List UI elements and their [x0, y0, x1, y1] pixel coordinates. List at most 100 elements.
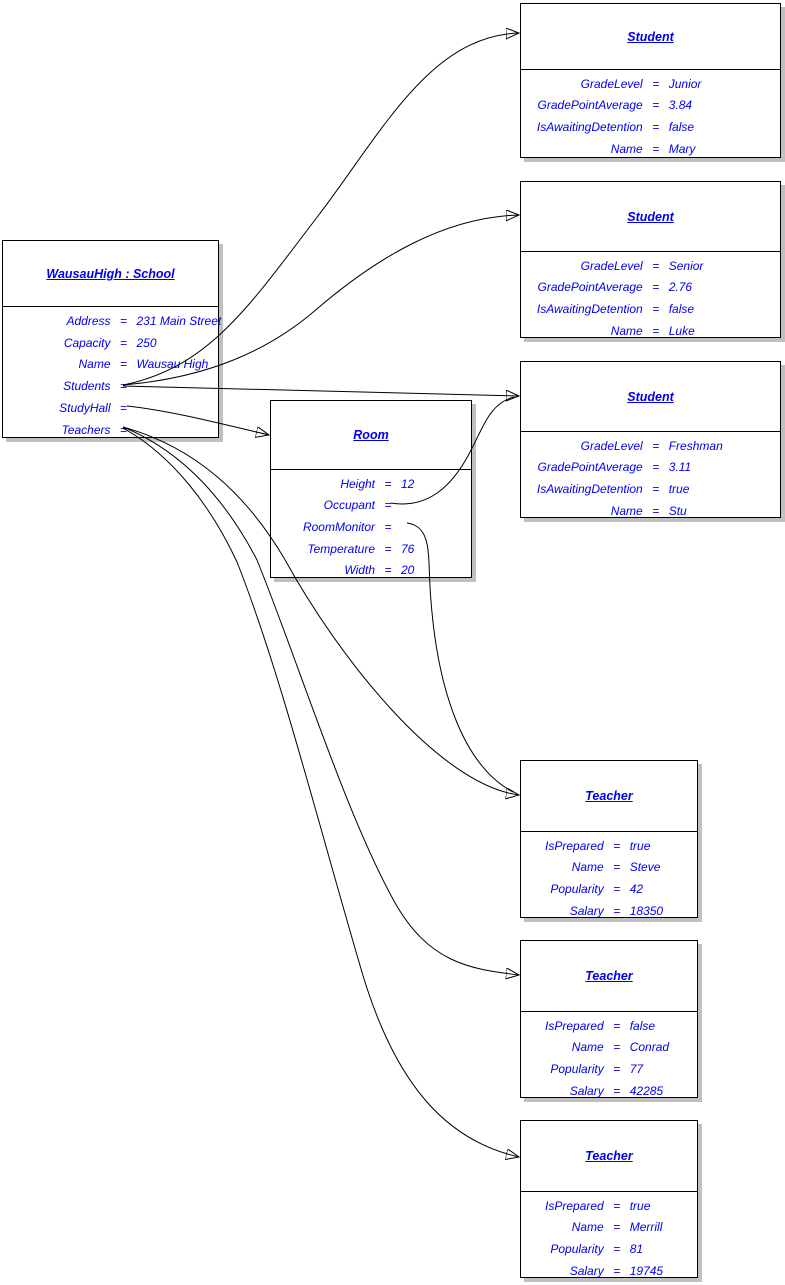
field-value: true	[629, 838, 651, 853]
object-card-teacher-merrill[interactable]: Teacher IsPrepared = true Name = Merrill…	[520, 1120, 698, 1278]
field-value: Luke	[668, 323, 695, 338]
object-card-teacher-steve[interactable]: Teacher IsPrepared = true Name = Steve P…	[520, 760, 698, 918]
field-name: Salary	[569, 1083, 604, 1098]
equals-sign: =	[652, 258, 660, 273]
equals-sign: =	[613, 860, 621, 875]
equals-sign: =	[613, 1083, 621, 1098]
field-name: Popularity	[550, 1241, 604, 1256]
field-row-height: Height = 12	[271, 473, 471, 495]
equals-sign: =	[652, 141, 660, 156]
field-row-occupant: Occupant =	[271, 495, 471, 517]
field-row-isprepared: IsPrepared = true	[521, 1195, 697, 1217]
field-row-gradepointaverage: GradePointAverage = 3.11	[521, 457, 780, 479]
equals-sign: =	[652, 323, 660, 338]
equals-sign: =	[613, 838, 621, 853]
field-name: Name	[610, 503, 643, 518]
object-card-student-stu[interactable]: Student GradeLevel = Freshman GradePoint…	[520, 361, 781, 518]
object-card-student-mary[interactable]: Student GradeLevel = Junior GradePointAv…	[520, 3, 781, 158]
field-row-popularity: Popularity = 42	[521, 878, 697, 900]
fields-teacher-conrad: IsPrepared = false Name = Conrad Popular…	[521, 1012, 697, 1101]
field-value: 42285	[629, 1083, 664, 1098]
equals-sign: =	[652, 438, 660, 453]
field-name: Width	[344, 563, 375, 578]
equals-sign: =	[119, 335, 127, 350]
field-value: false	[668, 301, 695, 316]
field-row-popularity: Popularity = 77	[521, 1058, 697, 1080]
field-row-address: Address = 231 Main Street	[3, 310, 221, 332]
object-card-school[interactable]: WausauHigh : School Address = 231 Main S…	[2, 240, 221, 441]
field-name: GradeLevel	[580, 76, 643, 91]
field-name: Name	[610, 323, 643, 338]
field-value: false	[629, 1018, 656, 1033]
field-name: GradePointAverage	[537, 98, 643, 113]
field-value: 42	[629, 881, 644, 896]
equals-sign: =	[119, 357, 127, 372]
equals-sign: =	[119, 401, 127, 416]
field-row-students: Students =	[3, 375, 218, 397]
field-row-roommonitor: RoomMonitor =	[271, 516, 471, 538]
field-row-gradelevel: GradeLevel = Senior	[521, 255, 780, 277]
object-title-student: Student	[521, 362, 780, 432]
field-row-capacity: Capacity = 250	[3, 332, 218, 354]
field-row-name: Name = Steve	[521, 857, 697, 879]
field-value: 3.11	[668, 460, 692, 475]
field-row-studyhall: StudyHall =	[3, 397, 218, 419]
equals-sign: =	[119, 422, 127, 437]
equals-sign: =	[652, 76, 660, 91]
field-value: Junior	[668, 76, 702, 91]
object-card-student-luke[interactable]: Student GradeLevel = Senior GradePointAv…	[520, 181, 781, 338]
equals-sign: =	[613, 1198, 621, 1213]
equals-sign: =	[652, 503, 660, 518]
field-row-gradepointaverage: GradePointAverage = 2.76	[521, 277, 780, 299]
field-row-salary: Salary = 19745	[521, 1260, 697, 1282]
equals-sign: =	[613, 881, 621, 896]
field-row-temperature: Temperature = 76	[271, 538, 471, 560]
equals-sign: =	[613, 1061, 621, 1076]
field-row-isprepared: IsPrepared = true	[521, 835, 697, 857]
field-name: IsAwaitingDetention	[536, 119, 643, 134]
field-row-name: Name = Mary	[521, 138, 780, 160]
equals-sign: =	[119, 313, 127, 328]
field-value: 18350	[629, 903, 664, 918]
field-name: Address	[66, 313, 111, 328]
field-name: GradePointAverage	[537, 460, 643, 475]
fields-teacher-steve: IsPrepared = true Name = Steve Popularit…	[521, 832, 697, 921]
field-name: GradeLevel	[580, 258, 643, 273]
fields-teacher-merrill: IsPrepared = true Name = Merrill Popular…	[521, 1192, 697, 1281]
object-title-teacher: Teacher	[521, 761, 697, 832]
field-row-name: Name = Merrill	[521, 1217, 697, 1239]
object-title-student: Student	[521, 4, 780, 70]
fields-student-mary: GradeLevel = Junior GradePointAverage = …	[521, 70, 780, 159]
equals-sign: =	[384, 519, 392, 534]
equals-sign: =	[652, 280, 660, 295]
object-card-room[interactable]: Room Height = 12 Occupant = RoomMonitor …	[270, 400, 472, 578]
field-name: Students	[63, 379, 111, 394]
field-name: Popularity	[550, 1061, 604, 1076]
field-value: true	[629, 1198, 651, 1213]
field-value: Freshman	[668, 438, 723, 453]
field-value: false	[668, 119, 695, 134]
equals-sign: =	[652, 301, 660, 316]
equals-sign: =	[652, 481, 660, 496]
fields-student-stu: GradeLevel = Freshman GradePointAverage …	[521, 432, 780, 521]
field-row-isawaitingdetention: IsAwaitingDetention = false	[521, 298, 780, 320]
field-row-gradepointaverage: GradePointAverage = 3.84	[521, 95, 780, 117]
field-name: Salary	[569, 903, 604, 918]
field-value: 77	[629, 1061, 644, 1076]
field-name: Temperature	[307, 541, 375, 556]
equals-sign: =	[613, 1241, 621, 1256]
field-row-teachers: Teachers =	[3, 419, 218, 441]
object-title-school: WausauHigh : School	[3, 241, 218, 307]
object-card-teacher-conrad[interactable]: Teacher IsPrepared = false Name = Conrad…	[520, 940, 698, 1098]
field-name: Name	[571, 1040, 604, 1055]
equals-sign: =	[384, 498, 392, 513]
field-row-gradelevel: GradeLevel = Junior	[521, 73, 780, 95]
field-name: Name	[610, 141, 643, 156]
field-value: Merrill	[629, 1220, 663, 1235]
fields-room: Height = 12 Occupant = RoomMonitor = Tem…	[271, 470, 471, 581]
field-name: Height	[340, 476, 375, 491]
object-title-room: Room	[271, 401, 471, 470]
field-row-isawaitingdetention: IsAwaitingDetention = false	[521, 116, 780, 138]
equals-sign: =	[613, 1018, 621, 1033]
field-row-popularity: Popularity = 81	[521, 1238, 697, 1260]
